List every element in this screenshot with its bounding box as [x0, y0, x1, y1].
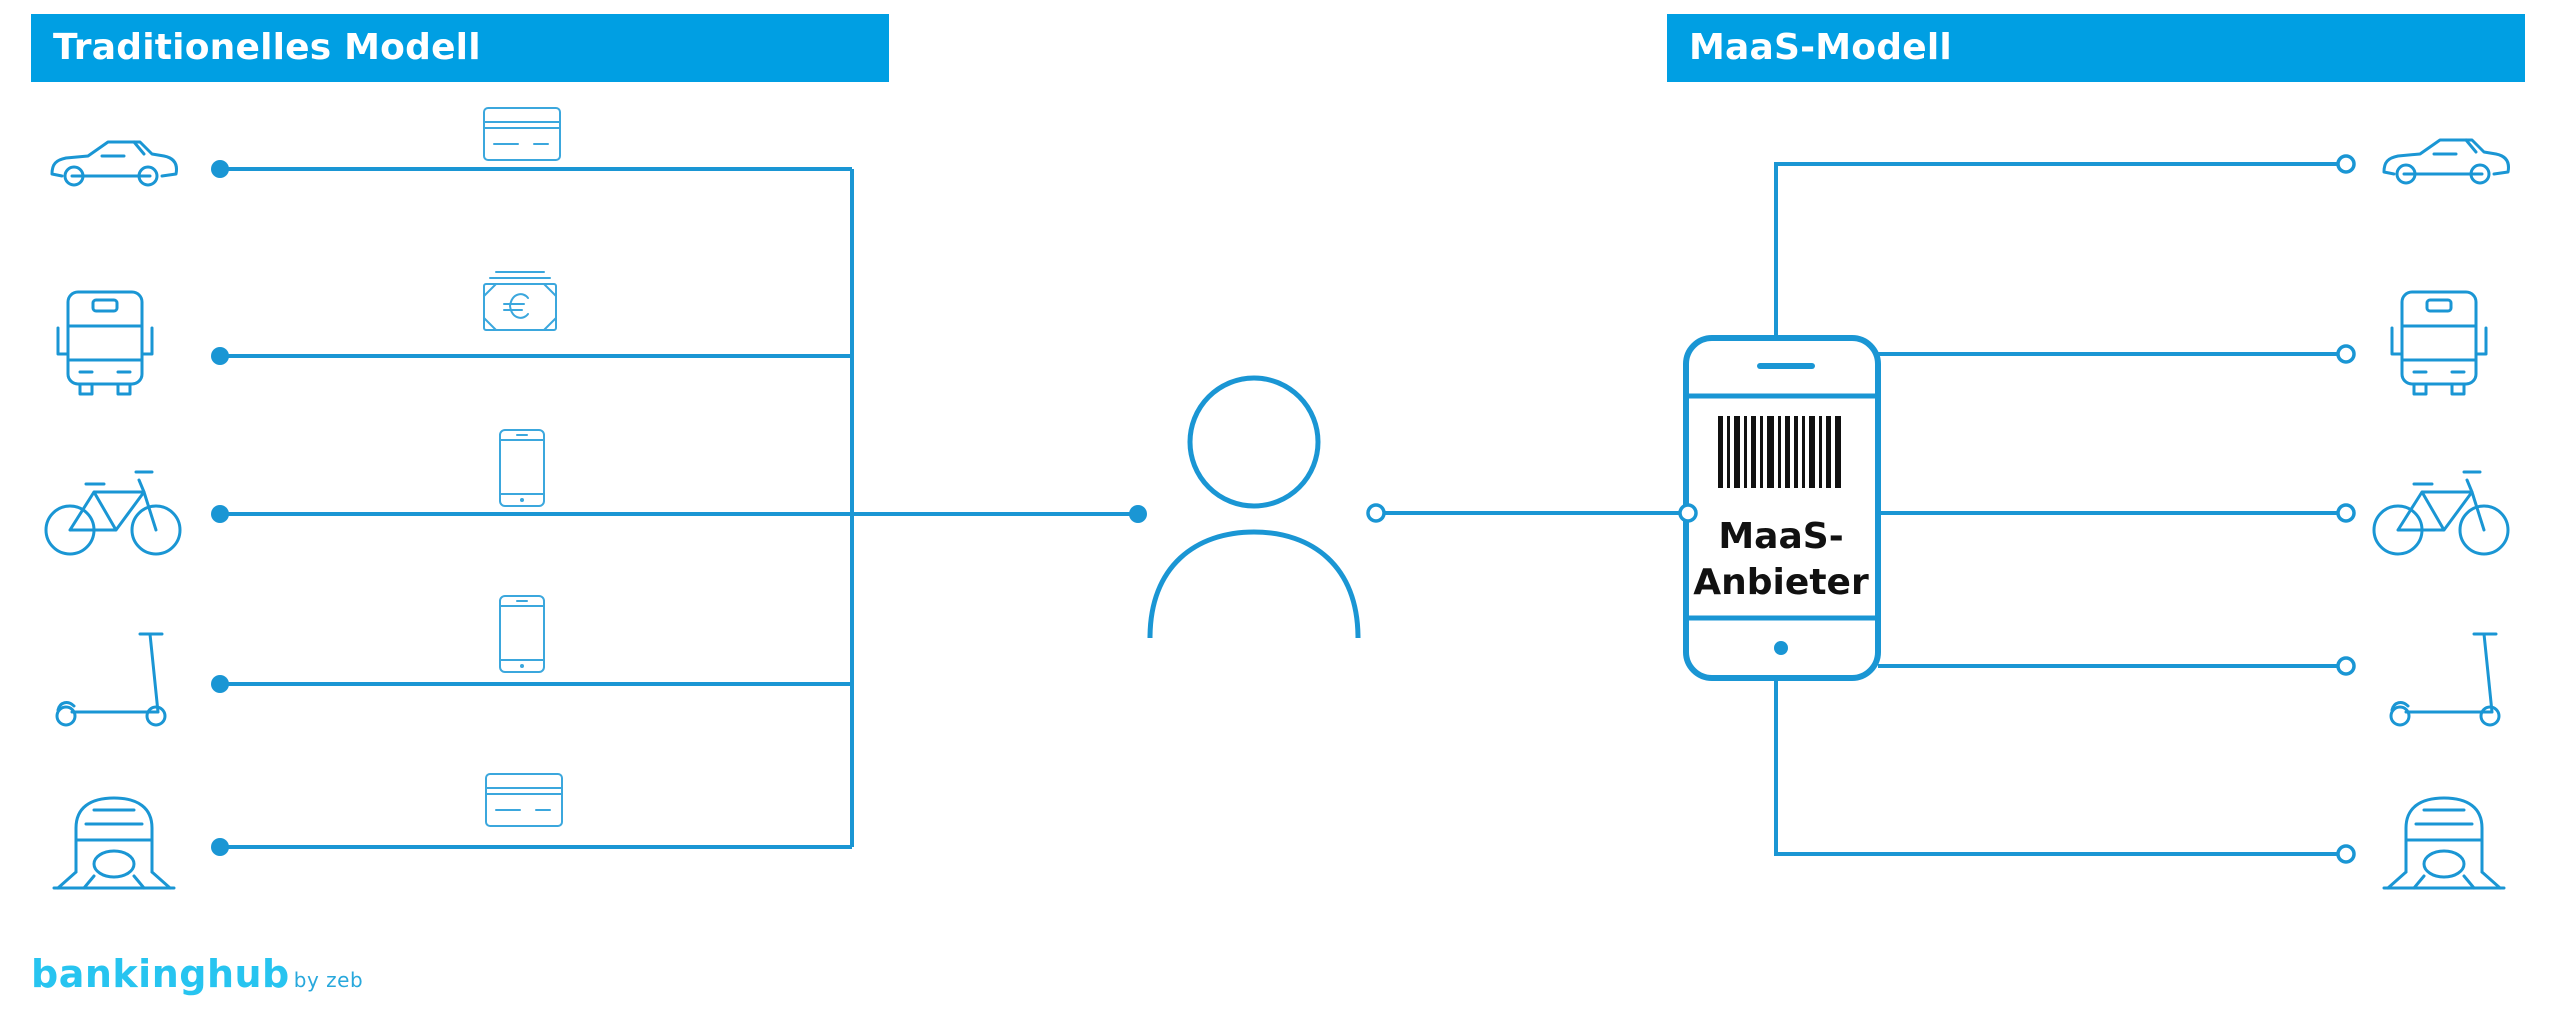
- smartphone-icon: [499, 595, 545, 673]
- bicycle-icon: [2372, 470, 2510, 556]
- traditional-connections: [211, 160, 1147, 856]
- credit-card-icon: [485, 773, 563, 827]
- bus-icon: [56, 290, 154, 396]
- traditional-model-title: Traditionelles Modell: [53, 27, 481, 68]
- cash-euro-icon: [483, 271, 557, 331]
- car-icon: [2382, 138, 2510, 185]
- traditional-model-header: Traditionelles Modell: [31, 14, 889, 82]
- phone-label-line2: Anbieter: [1693, 562, 1869, 603]
- maas-model-header: MaaS-Modell: [1667, 14, 2525, 82]
- logo-brand-part1: banking: [31, 952, 207, 996]
- scooter-icon: [2389, 632, 2501, 727]
- train-icon: [2382, 796, 2506, 890]
- phone-label-line1: MaaS-: [1718, 516, 1843, 557]
- barcode-icon: [1718, 416, 1841, 488]
- maas-connections: [1366, 154, 2356, 864]
- bus-icon: [2390, 290, 2488, 396]
- logo-brand-part2: hub: [206, 952, 290, 996]
- car-icon: [50, 140, 178, 187]
- user-icon: [1147, 375, 1361, 639]
- logo-suffix: by zeb: [293, 968, 364, 992]
- smartphone-icon: [499, 429, 545, 507]
- maas-provider-phone: MaaS- Anbieter: [1678, 335, 1881, 681]
- credit-card-icon: [483, 107, 561, 161]
- maas-model-title: MaaS-Modell: [1689, 27, 1952, 68]
- bicycle-icon: [44, 470, 182, 556]
- train-icon: [52, 796, 176, 890]
- scooter-icon: [55, 632, 167, 727]
